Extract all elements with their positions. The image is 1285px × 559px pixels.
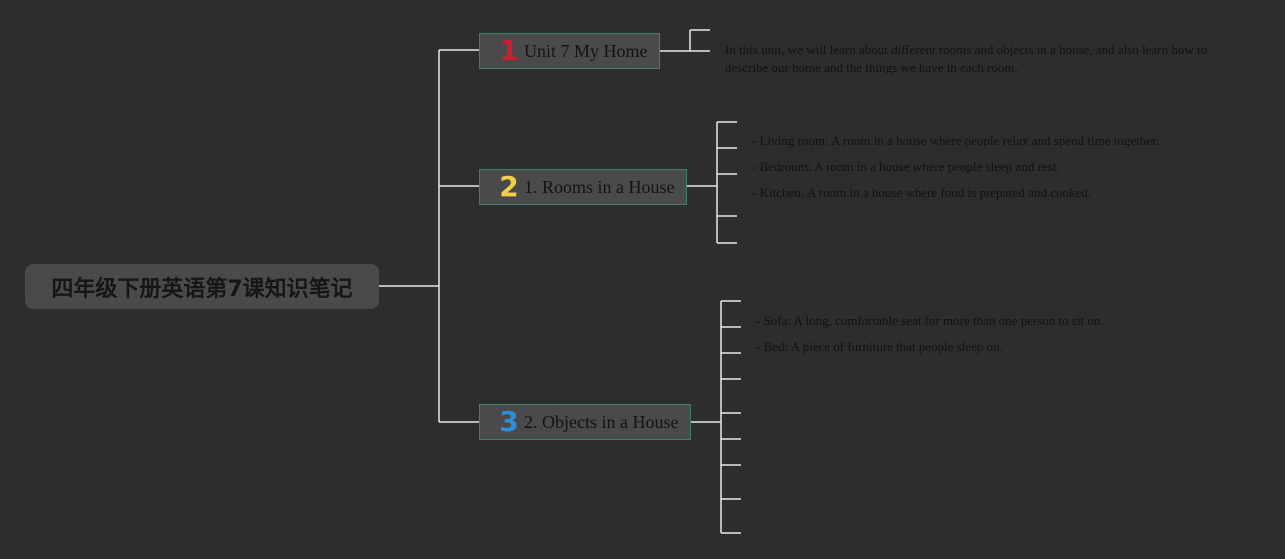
branch-topic-label: 1. Rooms in a House xyxy=(524,177,675,197)
branch-topic-label: Unit 7 My Home xyxy=(524,41,648,61)
leaf-bedroom: - Bedroom: A room in a house where peopl… xyxy=(752,159,1060,174)
branch-topic-label: 2. Objects in a House xyxy=(524,412,679,432)
unit-intro-text: In this unit, we will learn about differ… xyxy=(725,42,1208,74)
leaf-kitchen: - Kitchen: A room in a house where food … xyxy=(752,185,1091,200)
branch-topic-rooms[interactable]: 2 1. Rooms in a House xyxy=(479,169,687,205)
branch-topic-objects[interactable]: 3 2. Objects in a House xyxy=(479,404,691,440)
branch-number-badge: 1 xyxy=(499,34,519,67)
leaf-living-room: - Living room: A room in a house where p… xyxy=(752,133,1159,148)
branch-number-badge: 3 xyxy=(499,405,519,438)
branch-number-badge: 2 xyxy=(499,170,519,203)
leaf-sofa: - Sofa: A long, comfortable seat for mor… xyxy=(756,313,1104,328)
root-topic-title: 四年级下册英语第7课知识笔记 xyxy=(51,276,353,302)
branch-topic-unit-7[interactable]: 1 Unit 7 My Home xyxy=(479,33,660,69)
leaf-bed: - Bed: A piece of furniture that people … xyxy=(756,339,1003,354)
root-topic[interactable]: 四年级下册英语第7课知识笔记 xyxy=(25,264,379,309)
